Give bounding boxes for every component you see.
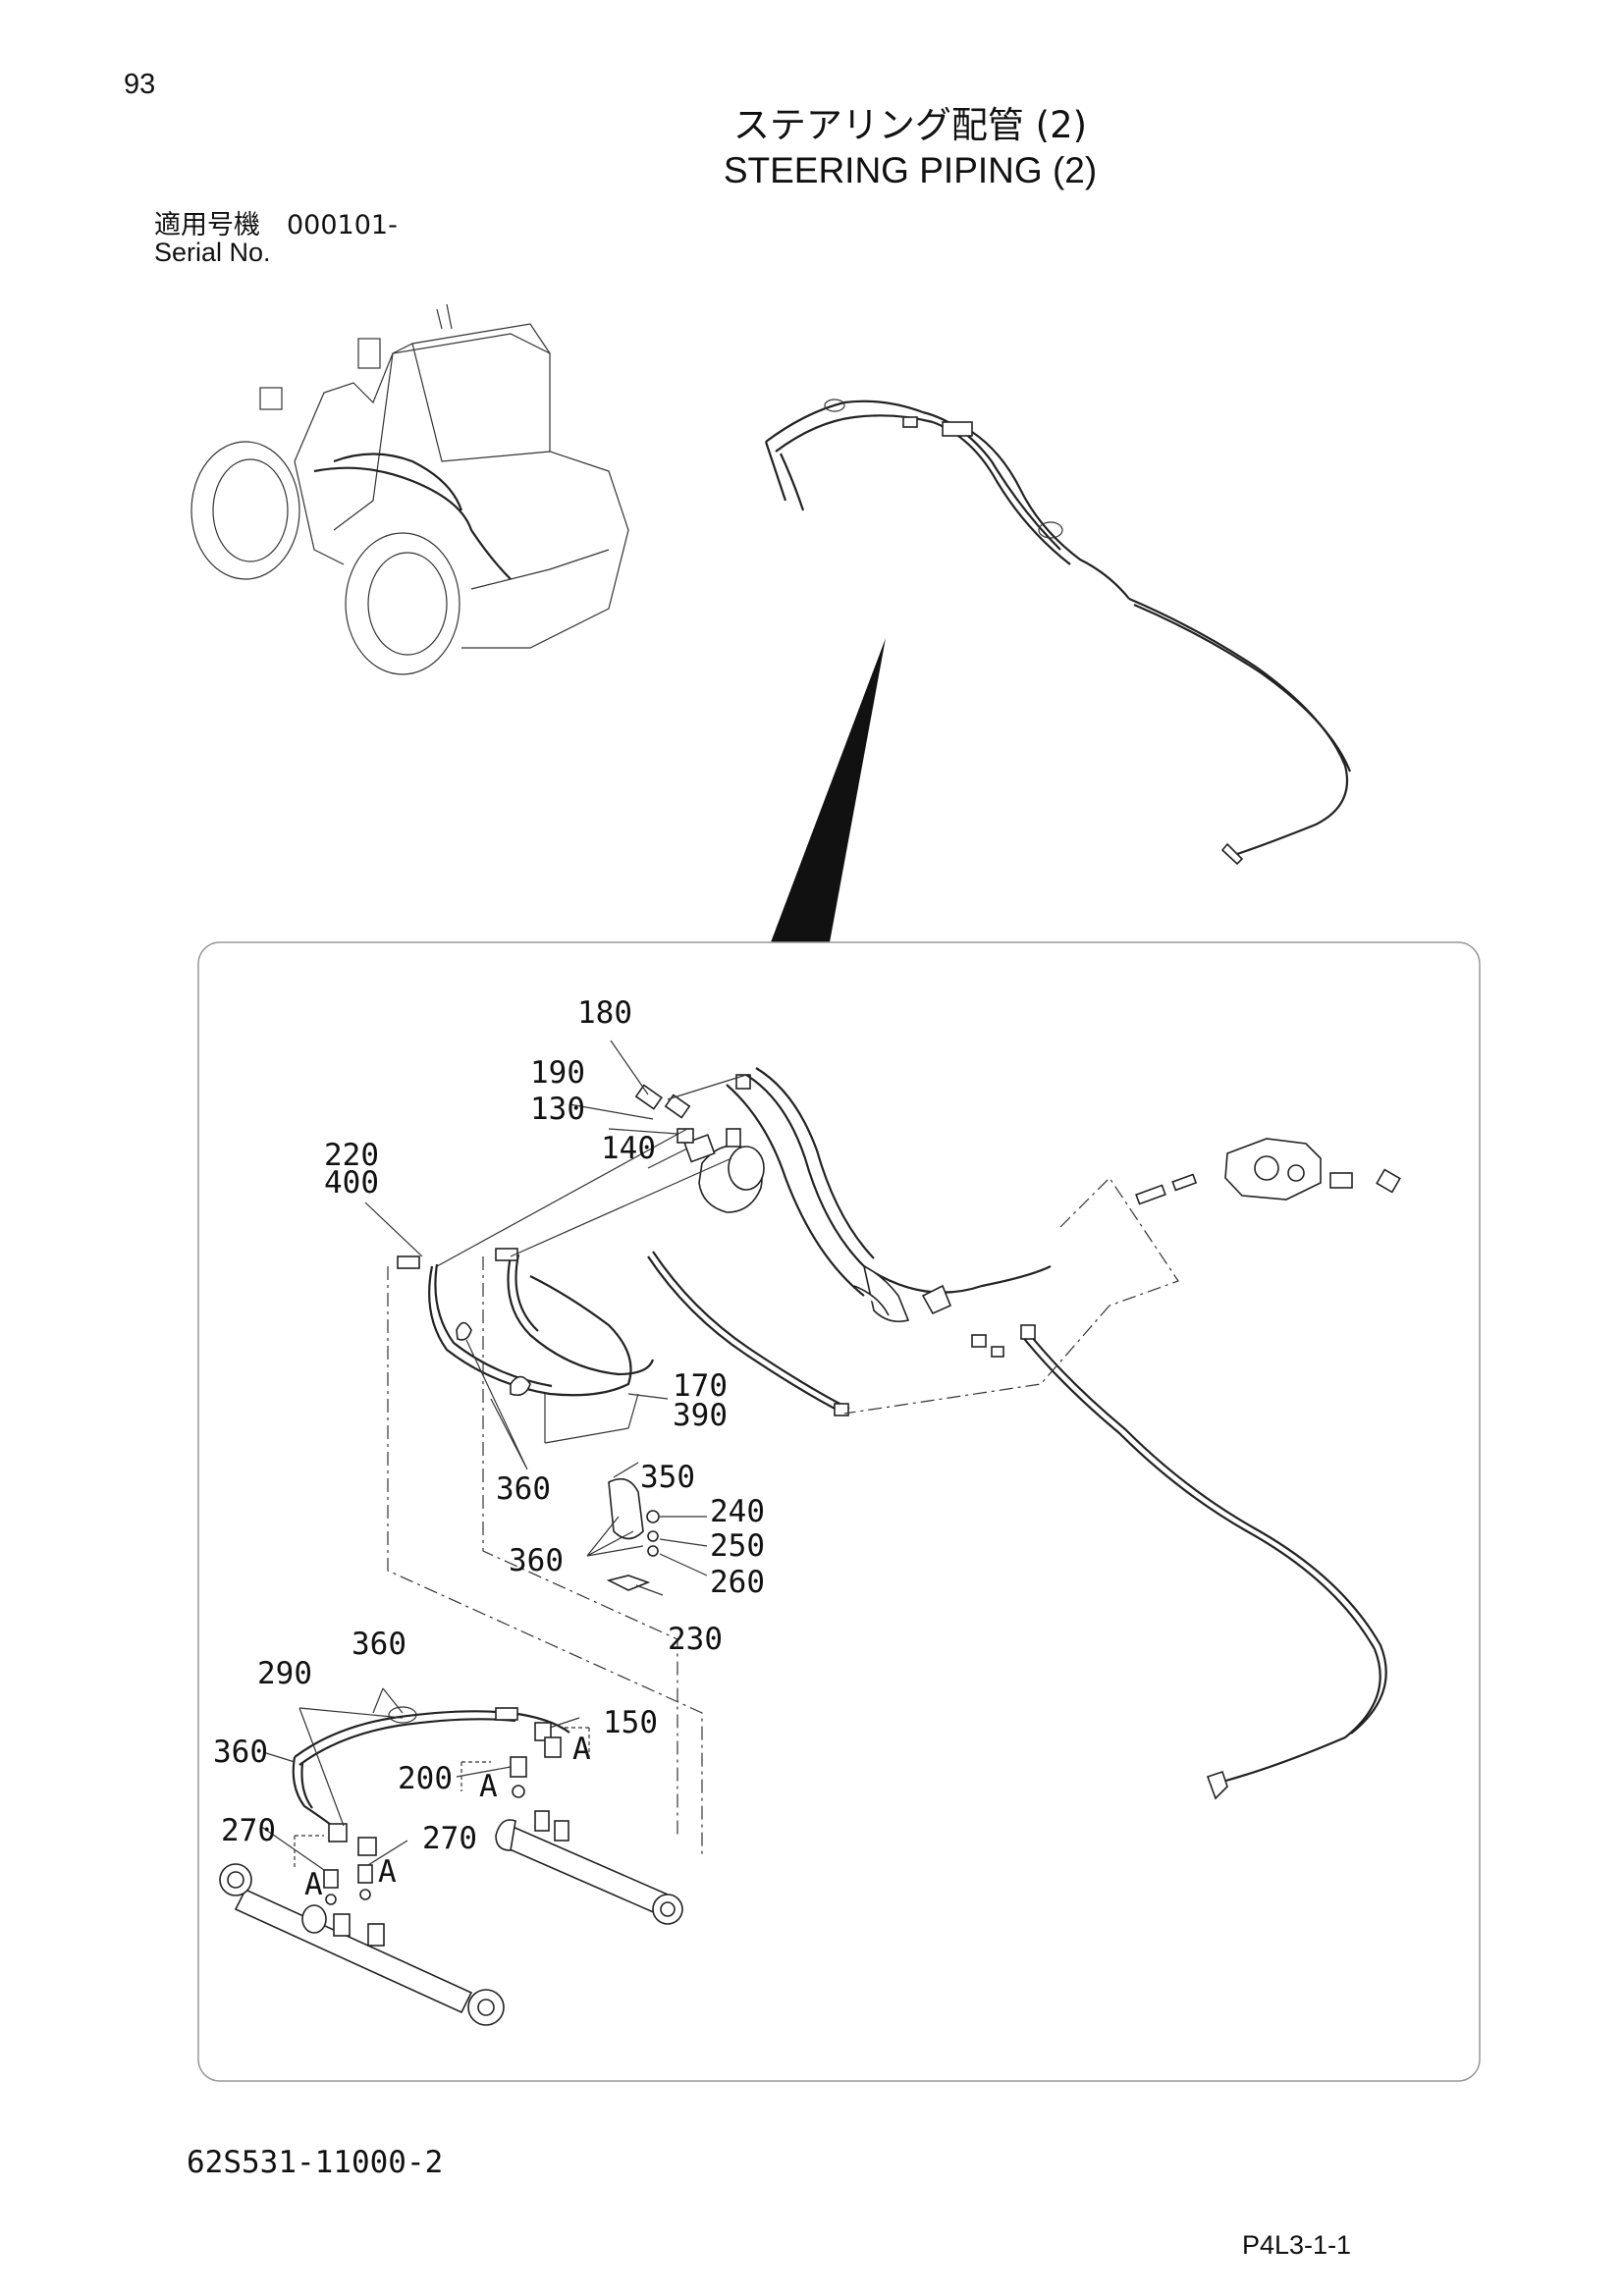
callout-350: 350 (640, 1460, 695, 1495)
steering-cylinder-right (495, 1810, 683, 1925)
callout-260: 260 (710, 1565, 765, 1600)
callout-150: 150 (603, 1705, 658, 1740)
serial-label-en: Serial No. (154, 238, 271, 267)
page-title-en: STEERING PIPING (2) (723, 150, 1098, 190)
callout-390: 390 (673, 1398, 728, 1433)
callout-220: 220 (324, 1138, 379, 1173)
callout-a-4: A (378, 1854, 397, 1890)
callout-180: 180 (577, 995, 632, 1031)
callout-360-clamp: 360 (509, 1543, 564, 1578)
callout-190: 190 (530, 1055, 585, 1091)
callout-140: 140 (601, 1131, 656, 1166)
callout-230: 230 (668, 1622, 723, 1657)
callout-360-upper: 360 (352, 1627, 406, 1662)
detail-drawing (219, 1040, 1401, 2026)
priority-valve (1135, 1138, 1401, 1205)
callout-170: 170 (673, 1368, 728, 1404)
detail-frame (197, 941, 1481, 2082)
callout-270-left: 270 (221, 1813, 276, 1848)
callout-a-1: A (572, 1732, 591, 1767)
page-title-jp: ステアリング配管 (2) (732, 104, 1088, 146)
callout-360-left: 360 (213, 1735, 268, 1770)
detail-pointer (771, 638, 886, 942)
page-code: P4L3-1-1 (1242, 2230, 1352, 2260)
callout-400: 400 (324, 1165, 379, 1201)
callout-360-hose-clamp: 360 (496, 1471, 551, 1507)
machine-overview-illustration (190, 303, 629, 675)
piping-overview-illustration (764, 399, 1352, 866)
callout-200: 200 (398, 1761, 453, 1796)
callout-a-2: A (479, 1769, 498, 1804)
callout-130: 130 (530, 1092, 585, 1127)
page-number: 93 (124, 69, 156, 100)
callout-a-3: A (304, 1867, 323, 1902)
steering-pump-assembly (634, 1074, 765, 1213)
callout-290: 290 (257, 1656, 312, 1691)
drawing-number: 62S531-11000-2 (187, 2145, 444, 2180)
callout-270-right: 270 (422, 1821, 477, 1856)
steering-cylinder-left (219, 1863, 505, 2026)
callout-250: 250 (710, 1528, 765, 1564)
callout-240: 240 (710, 1494, 765, 1529)
serial-label-jp: 適用号機 000101- (154, 210, 398, 240)
